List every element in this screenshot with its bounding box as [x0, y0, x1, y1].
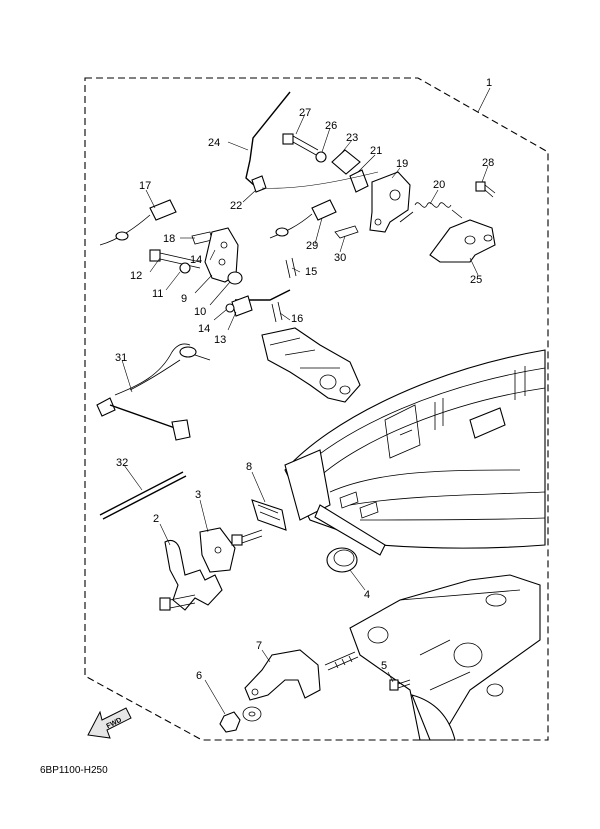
- callout-11: 11: [152, 288, 163, 300]
- callout-19: 19: [396, 158, 408, 170]
- callout-17: 17: [139, 180, 151, 192]
- rod-part-32: [99, 471, 187, 520]
- assembly-boundary: [84, 77, 549, 741]
- callout-31: 31: [115, 352, 127, 364]
- lever-part-19: [369, 171, 411, 233]
- callout-labels: 1 2 3 4 5 6 7 8 9 10 11 12 13 14 14 15 1…: [115, 77, 494, 682]
- callout-32: 32: [116, 457, 128, 469]
- bracket-part-25: [429, 219, 496, 263]
- grommet-part-4: [326, 547, 358, 573]
- callout-28: 28: [482, 157, 494, 169]
- cable-end-part-17: [99, 199, 177, 246]
- callout-25: 25: [470, 274, 482, 286]
- collar-part-23: [331, 149, 361, 175]
- link-end-part-22: [251, 175, 267, 193]
- callout-14: 14: [198, 323, 210, 335]
- washer-part-11: [179, 262, 191, 274]
- callout-2: 2: [153, 513, 159, 525]
- callout-4: 4: [364, 589, 370, 601]
- callout-27: 27: [299, 107, 311, 119]
- bolt-lower-left: [159, 594, 196, 611]
- callout-5: 5: [381, 660, 387, 672]
- cable-part-31: [96, 343, 211, 441]
- callout-8: 8: [246, 461, 252, 473]
- callout-13: 13: [214, 334, 226, 346]
- bolt-part-27: [282, 133, 319, 157]
- callout-20: 20: [433, 179, 445, 191]
- callout-3: 3: [195, 489, 201, 501]
- spring-part-20: [399, 202, 463, 223]
- callout-15: 15: [305, 266, 317, 278]
- leader-lines: [121, 87, 491, 715]
- callout-14: 14: [190, 254, 202, 266]
- bracket-part-3: [199, 527, 236, 573]
- bolt-part-5: [389, 679, 411, 691]
- callout-18: 18: [163, 233, 175, 245]
- callout-9: 9: [181, 293, 187, 305]
- lever-part-2: [164, 539, 223, 611]
- diagram-code: 6BP1100-H250: [40, 765, 108, 776]
- callout-12: 12: [130, 270, 142, 282]
- screw-part-28: [475, 181, 496, 198]
- callout-21: 21: [370, 145, 382, 157]
- nut-part-6: [219, 706, 262, 733]
- callout-26: 26: [325, 120, 337, 132]
- callout-24: 24: [208, 137, 220, 149]
- washer-part-14: [225, 303, 235, 313]
- callout-7: 7: [256, 640, 262, 652]
- callout-1: 1: [486, 77, 492, 89]
- callout-6: 6: [196, 670, 202, 682]
- rod-part-24: [245, 91, 291, 187]
- clip-part-30: [334, 225, 359, 239]
- callout-30: 30: [334, 252, 346, 264]
- stud: [324, 651, 359, 671]
- clip-part-16: [271, 301, 283, 323]
- callout-10: 10: [194, 306, 206, 318]
- swivel-bracket: [349, 574, 541, 741]
- callout-16: 16: [291, 313, 303, 325]
- bolt-part-3: [231, 529, 263, 546]
- carburetor-assembly: [261, 327, 361, 403]
- plate-part-8: [251, 499, 287, 531]
- callout-22: 22: [230, 200, 242, 212]
- spacer-part-21: [349, 169, 369, 193]
- collar-part-10: [227, 271, 243, 285]
- bolt-part-12: [149, 249, 201, 269]
- bracket-part-7: [244, 649, 321, 701]
- washer-part-26: [315, 151, 327, 163]
- cable-end-part-29: [269, 199, 337, 239]
- callout-29: 29: [306, 240, 318, 252]
- callout-23: 23: [346, 132, 358, 144]
- bottom-cowling: [284, 349, 546, 556]
- clip-part-15: [285, 257, 297, 279]
- fwd-arrow-icon: FWD: [87, 707, 132, 739]
